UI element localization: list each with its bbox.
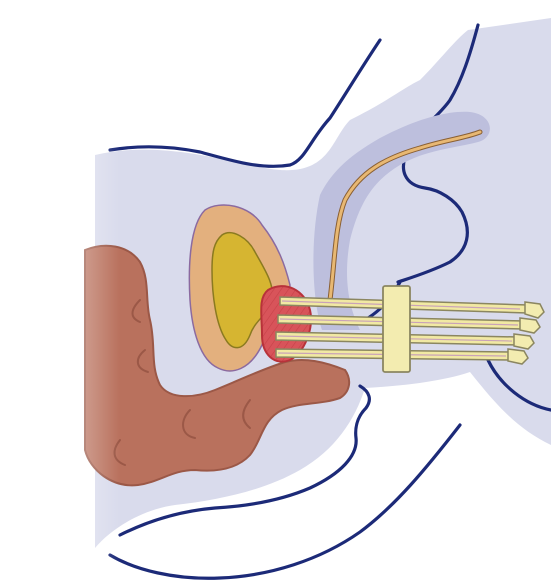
needle-template <box>383 286 410 372</box>
left-fade <box>0 140 120 560</box>
